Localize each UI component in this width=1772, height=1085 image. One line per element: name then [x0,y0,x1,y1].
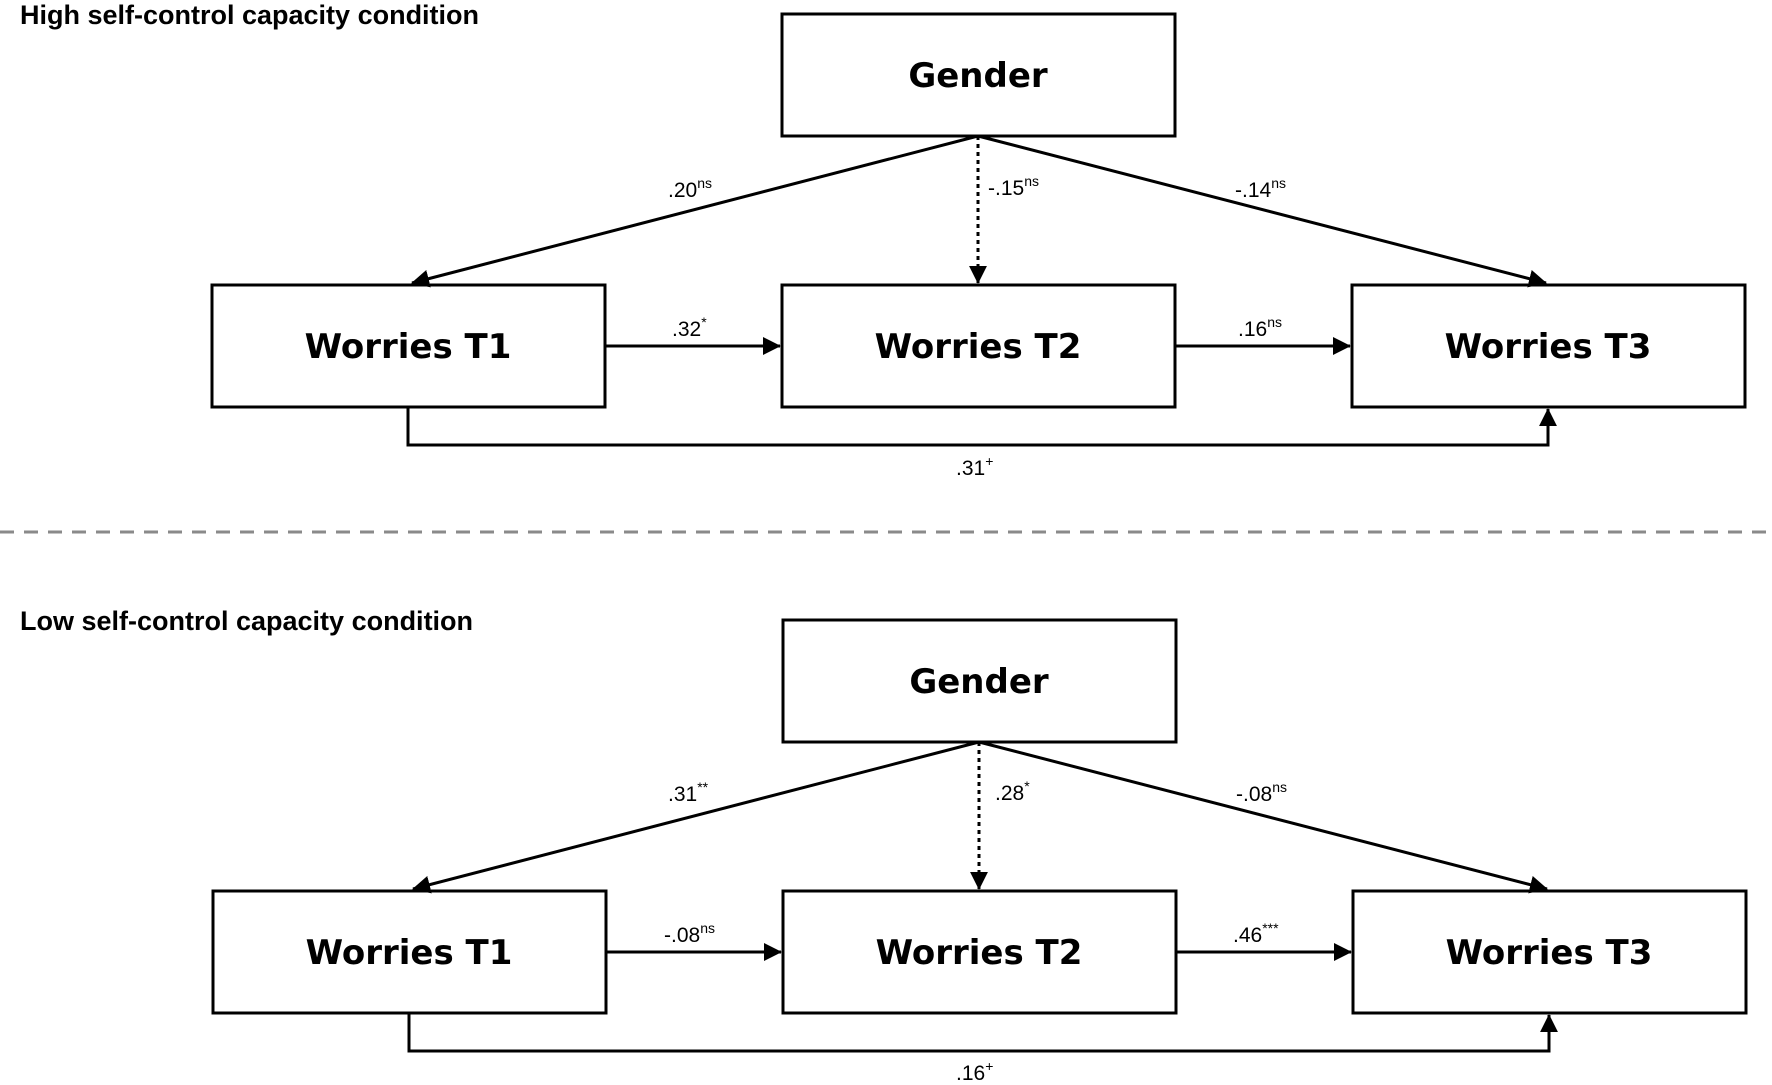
coef-t1-t3: .16+ [956,1058,993,1085]
worries-t3-label: Worries T3 [1445,327,1652,367]
coef-sig: ns [700,920,715,936]
coef-value: -.08 [664,924,700,947]
coef-t1-t2: .32* [672,314,707,341]
worries-t3-label: Worries T3 [1446,933,1653,973]
coef-gender-t2: -.15ns [988,173,1039,200]
worries-t1-label: Worries T1 [306,933,513,973]
panel-low-self-control: Low self-control capacity condition Gend… [20,606,1748,1085]
worries-t3-box [1350,283,1747,409]
worries-t3-box [1351,889,1748,1015]
coef-value: .31 [668,783,697,806]
worries-t1-box [210,283,607,409]
coef-sig: ns [1272,779,1287,795]
worries-t2-label: Worries T2 [875,327,1082,367]
coef-gender-t2: .28* [995,778,1030,805]
worries-t1-label: Worries T1 [305,327,512,367]
gender-label: Gender [908,56,1048,96]
coef-value: .16 [1238,318,1267,341]
path-gender-to-t3 [978,740,1548,894]
worries-t2-label: Worries T2 [876,933,1083,973]
coef-value: .20 [668,179,697,202]
coef-sig: + [985,1058,993,1074]
gender-box [781,618,1178,744]
gender-label: Gender [909,662,1049,702]
coef-t2-t3: .46*** [1233,920,1279,947]
coef-t2-t3: .16ns [1238,314,1282,341]
coef-sig: *** [1262,920,1279,936]
coef-value: .31 [956,457,985,480]
path-t1-to-t3 [407,1013,1558,1053]
coef-value: -.14 [1235,179,1272,202]
coef-t1-t3: .31+ [956,453,993,480]
coef-sig: ns [1024,173,1039,189]
coef-value: .28 [995,782,1024,805]
coef-sig: * [701,314,707,330]
coef-sig: ** [697,779,708,795]
coef-sig: ns [697,175,712,191]
coef-value: -.15 [988,177,1024,200]
coef-gender-t3: -.14ns [1235,175,1286,202]
path-gender-to-t1 [412,740,980,894]
coef-sig: ns [1271,175,1286,191]
panel-high-self-control: High self-control capacity condition Gen… [20,0,1747,480]
coef-gender-t1: .20ns [668,175,712,202]
worries-t2-box [780,283,1177,409]
coef-value: .46 [1233,924,1262,947]
coef-sig: + [985,453,993,469]
coef-value: .16 [956,1062,985,1085]
coef-gender-t1: .31** [668,779,709,806]
coef-value: .32 [672,318,701,341]
coef-sig: ns [1267,314,1282,330]
path-gender-to-t1 [411,134,979,288]
coef-t1-t2: -.08ns [664,920,715,947]
gender-box [780,12,1177,138]
panel-title: High self-control capacity condition [20,0,479,30]
path-t1-to-t3 [406,407,1557,447]
path-gender-to-t3 [977,134,1547,288]
coef-gender-t3: -.08ns [1236,779,1287,806]
coef-sig: * [1024,778,1030,794]
coef-value: -.08 [1236,783,1272,806]
worries-t2-box [781,889,1178,1015]
panel-title: Low self-control capacity condition [20,606,473,636]
